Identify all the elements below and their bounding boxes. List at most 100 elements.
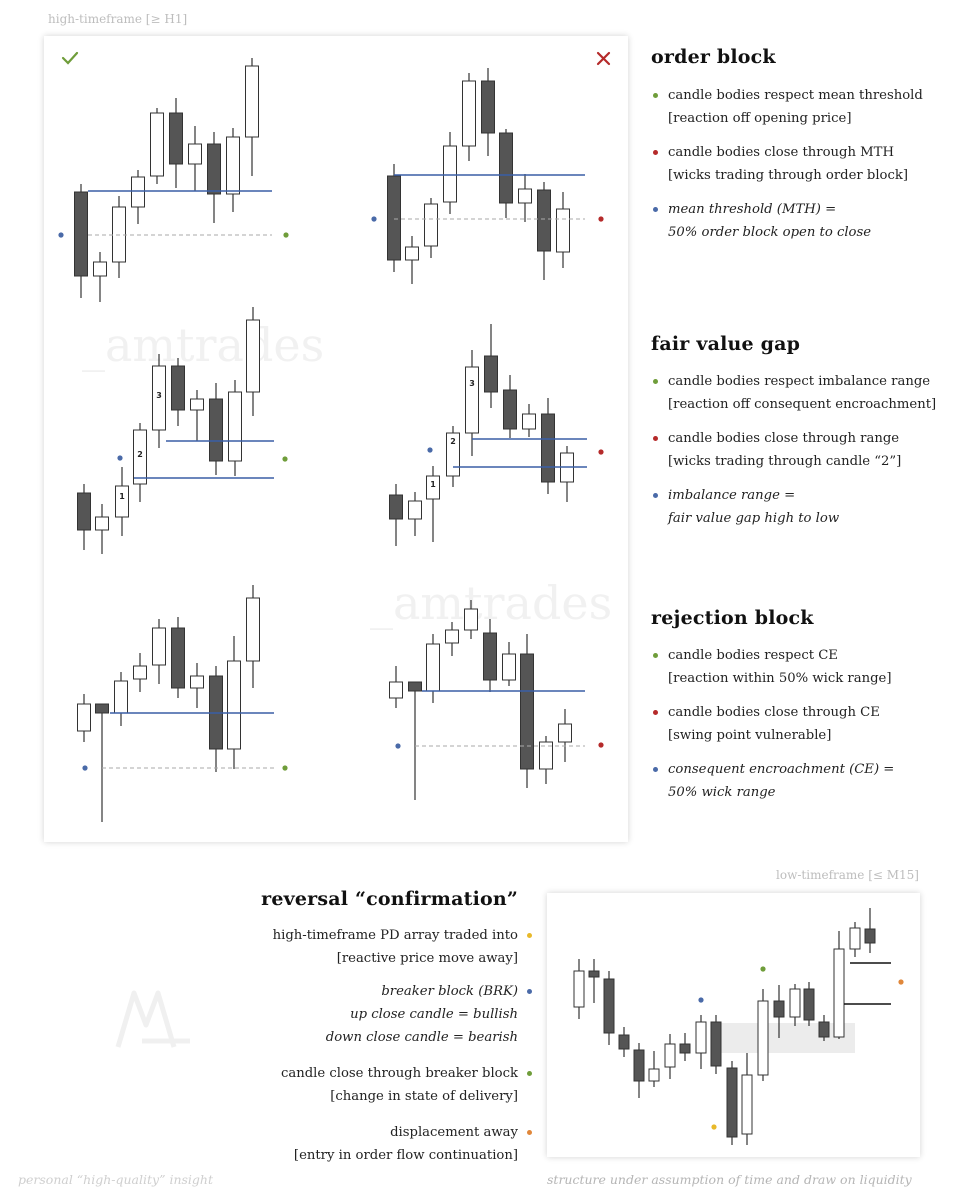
bearish-candle bbox=[499, 132, 513, 204]
bullish-candle bbox=[464, 608, 478, 631]
bullish-candle bbox=[849, 927, 861, 950]
list-item: candle bodies respect imbalance range [r… bbox=[653, 370, 936, 416]
bearish-candle bbox=[633, 1049, 645, 1082]
bullish-candle bbox=[741, 1074, 753, 1135]
blue-dot-icon bbox=[58, 232, 64, 238]
blue-dot-icon bbox=[371, 216, 377, 222]
bearish-candle bbox=[520, 653, 534, 770]
bullish-candle bbox=[757, 1000, 769, 1076]
list-item: candle close through breaker block [chan… bbox=[281, 1062, 532, 1108]
section-order-block: order block candle bodies respect mean t… bbox=[651, 46, 951, 256]
check-icon bbox=[61, 51, 79, 65]
blue-dot-icon bbox=[653, 493, 658, 498]
bullish-candle bbox=[408, 500, 422, 520]
bullish-candle bbox=[558, 723, 572, 743]
htf-caption: high-timeframe [≥ H1] bbox=[48, 12, 188, 26]
green-dot-icon bbox=[282, 456, 288, 462]
green-dot-icon bbox=[283, 232, 289, 238]
bullish-candle bbox=[115, 485, 129, 518]
ltf-caption: low-timeframe [≤ M15] bbox=[776, 868, 919, 882]
bearish-candle bbox=[726, 1067, 738, 1138]
blue-dot-icon bbox=[698, 997, 704, 1003]
bullish-candle bbox=[77, 703, 91, 732]
watermark: _amtrades bbox=[82, 318, 325, 372]
bullish-candle bbox=[114, 680, 128, 714]
bearish-candle bbox=[169, 112, 183, 165]
bullish-candle bbox=[426, 475, 440, 500]
am-logo-icon bbox=[115, 990, 190, 1048]
bearish-candle bbox=[537, 189, 551, 252]
ltf-diagram bbox=[573, 908, 904, 1145]
bullish-candle bbox=[695, 1021, 707, 1054]
list-item: candle bodies close through CE [swing po… bbox=[653, 701, 880, 747]
list-item: high-timeframe PD array traded into [rea… bbox=[273, 924, 532, 970]
green-dot-icon bbox=[653, 379, 658, 384]
red-dot-icon bbox=[653, 150, 658, 155]
candle-number-label: 2 bbox=[137, 450, 143, 459]
blue-dot-icon bbox=[653, 767, 658, 772]
bearish-candle bbox=[77, 492, 91, 531]
bullish-candle bbox=[131, 176, 145, 208]
red-dot-icon bbox=[598, 742, 604, 748]
section-fair-value-gap: fair value gap candle bodies respect imb… bbox=[651, 333, 951, 543]
bullish-candle bbox=[152, 365, 166, 431]
section-rejection-block: rejection block candle bodies respect CE… bbox=[651, 607, 951, 817]
bearish-candle bbox=[481, 80, 495, 134]
bullish-candle bbox=[190, 398, 204, 411]
bullish-candle bbox=[227, 660, 241, 750]
blue-dot-icon bbox=[527, 989, 532, 994]
green-dot-icon bbox=[760, 966, 766, 972]
yellow-dot-icon bbox=[527, 933, 532, 938]
bullish-candle bbox=[465, 366, 479, 434]
bearish-candle bbox=[541, 413, 555, 483]
bullish-candle bbox=[664, 1043, 676, 1068]
bullish-candle bbox=[150, 112, 164, 177]
list-item: consequent encroachment (CE) = 50% wick … bbox=[653, 758, 894, 804]
bearish-candle bbox=[603, 978, 615, 1034]
bearish-candle bbox=[74, 191, 88, 277]
candle-number-label: 1 bbox=[119, 492, 125, 501]
bullish-candle bbox=[789, 988, 801, 1018]
list-item: imbalance range = fair value gap high to… bbox=[653, 484, 839, 530]
list-item: mean threshold (MTH) = 50% order block o… bbox=[653, 198, 871, 244]
ltf-panel bbox=[547, 893, 920, 1157]
bullish-candle bbox=[133, 429, 147, 485]
blue-dot-icon bbox=[653, 207, 658, 212]
bearish-candle bbox=[209, 398, 223, 462]
bullish-candle bbox=[152, 627, 166, 666]
bearish-candle bbox=[679, 1043, 691, 1054]
bearish-candle bbox=[408, 681, 422, 692]
bearish-candle bbox=[710, 1021, 722, 1067]
bullish-candle bbox=[95, 516, 109, 531]
bullish-candle bbox=[522, 413, 536, 430]
candle-number-label: 2 bbox=[450, 437, 456, 446]
bearish-candle bbox=[483, 632, 497, 681]
footer-right-caption: structure under assumption of time and d… bbox=[547, 1172, 912, 1187]
watermark: _amtrades bbox=[370, 576, 613, 630]
bearish-candle bbox=[171, 365, 185, 411]
cross-icon bbox=[596, 51, 611, 66]
bullish-candle bbox=[445, 629, 459, 644]
bearish-candle bbox=[484, 355, 498, 393]
bearish-candle bbox=[503, 389, 517, 430]
green-dot-icon bbox=[653, 653, 658, 658]
green-dot-icon bbox=[282, 765, 288, 771]
bullish-candle bbox=[502, 653, 516, 681]
candle-number-label: 3 bbox=[469, 379, 475, 388]
bullish-candle bbox=[93, 261, 107, 277]
bullish-candle bbox=[245, 65, 259, 138]
section-title: fair value gap bbox=[651, 333, 801, 355]
bullish-candle bbox=[833, 948, 845, 1038]
bearish-candle bbox=[95, 703, 109, 714]
bearish-candle bbox=[171, 627, 185, 689]
red-dot-icon bbox=[653, 710, 658, 715]
bullish-candle bbox=[228, 391, 242, 462]
bullish-candle bbox=[190, 675, 204, 689]
section-reversal-confirmation: reversal “confirmation” high-timeframe P… bbox=[200, 888, 532, 1178]
bullish-candle bbox=[426, 643, 440, 692]
bullish-candle bbox=[246, 597, 260, 662]
bearish-candle bbox=[389, 494, 403, 520]
red-dot-icon bbox=[598, 449, 604, 455]
blue-dot-icon bbox=[427, 447, 433, 453]
